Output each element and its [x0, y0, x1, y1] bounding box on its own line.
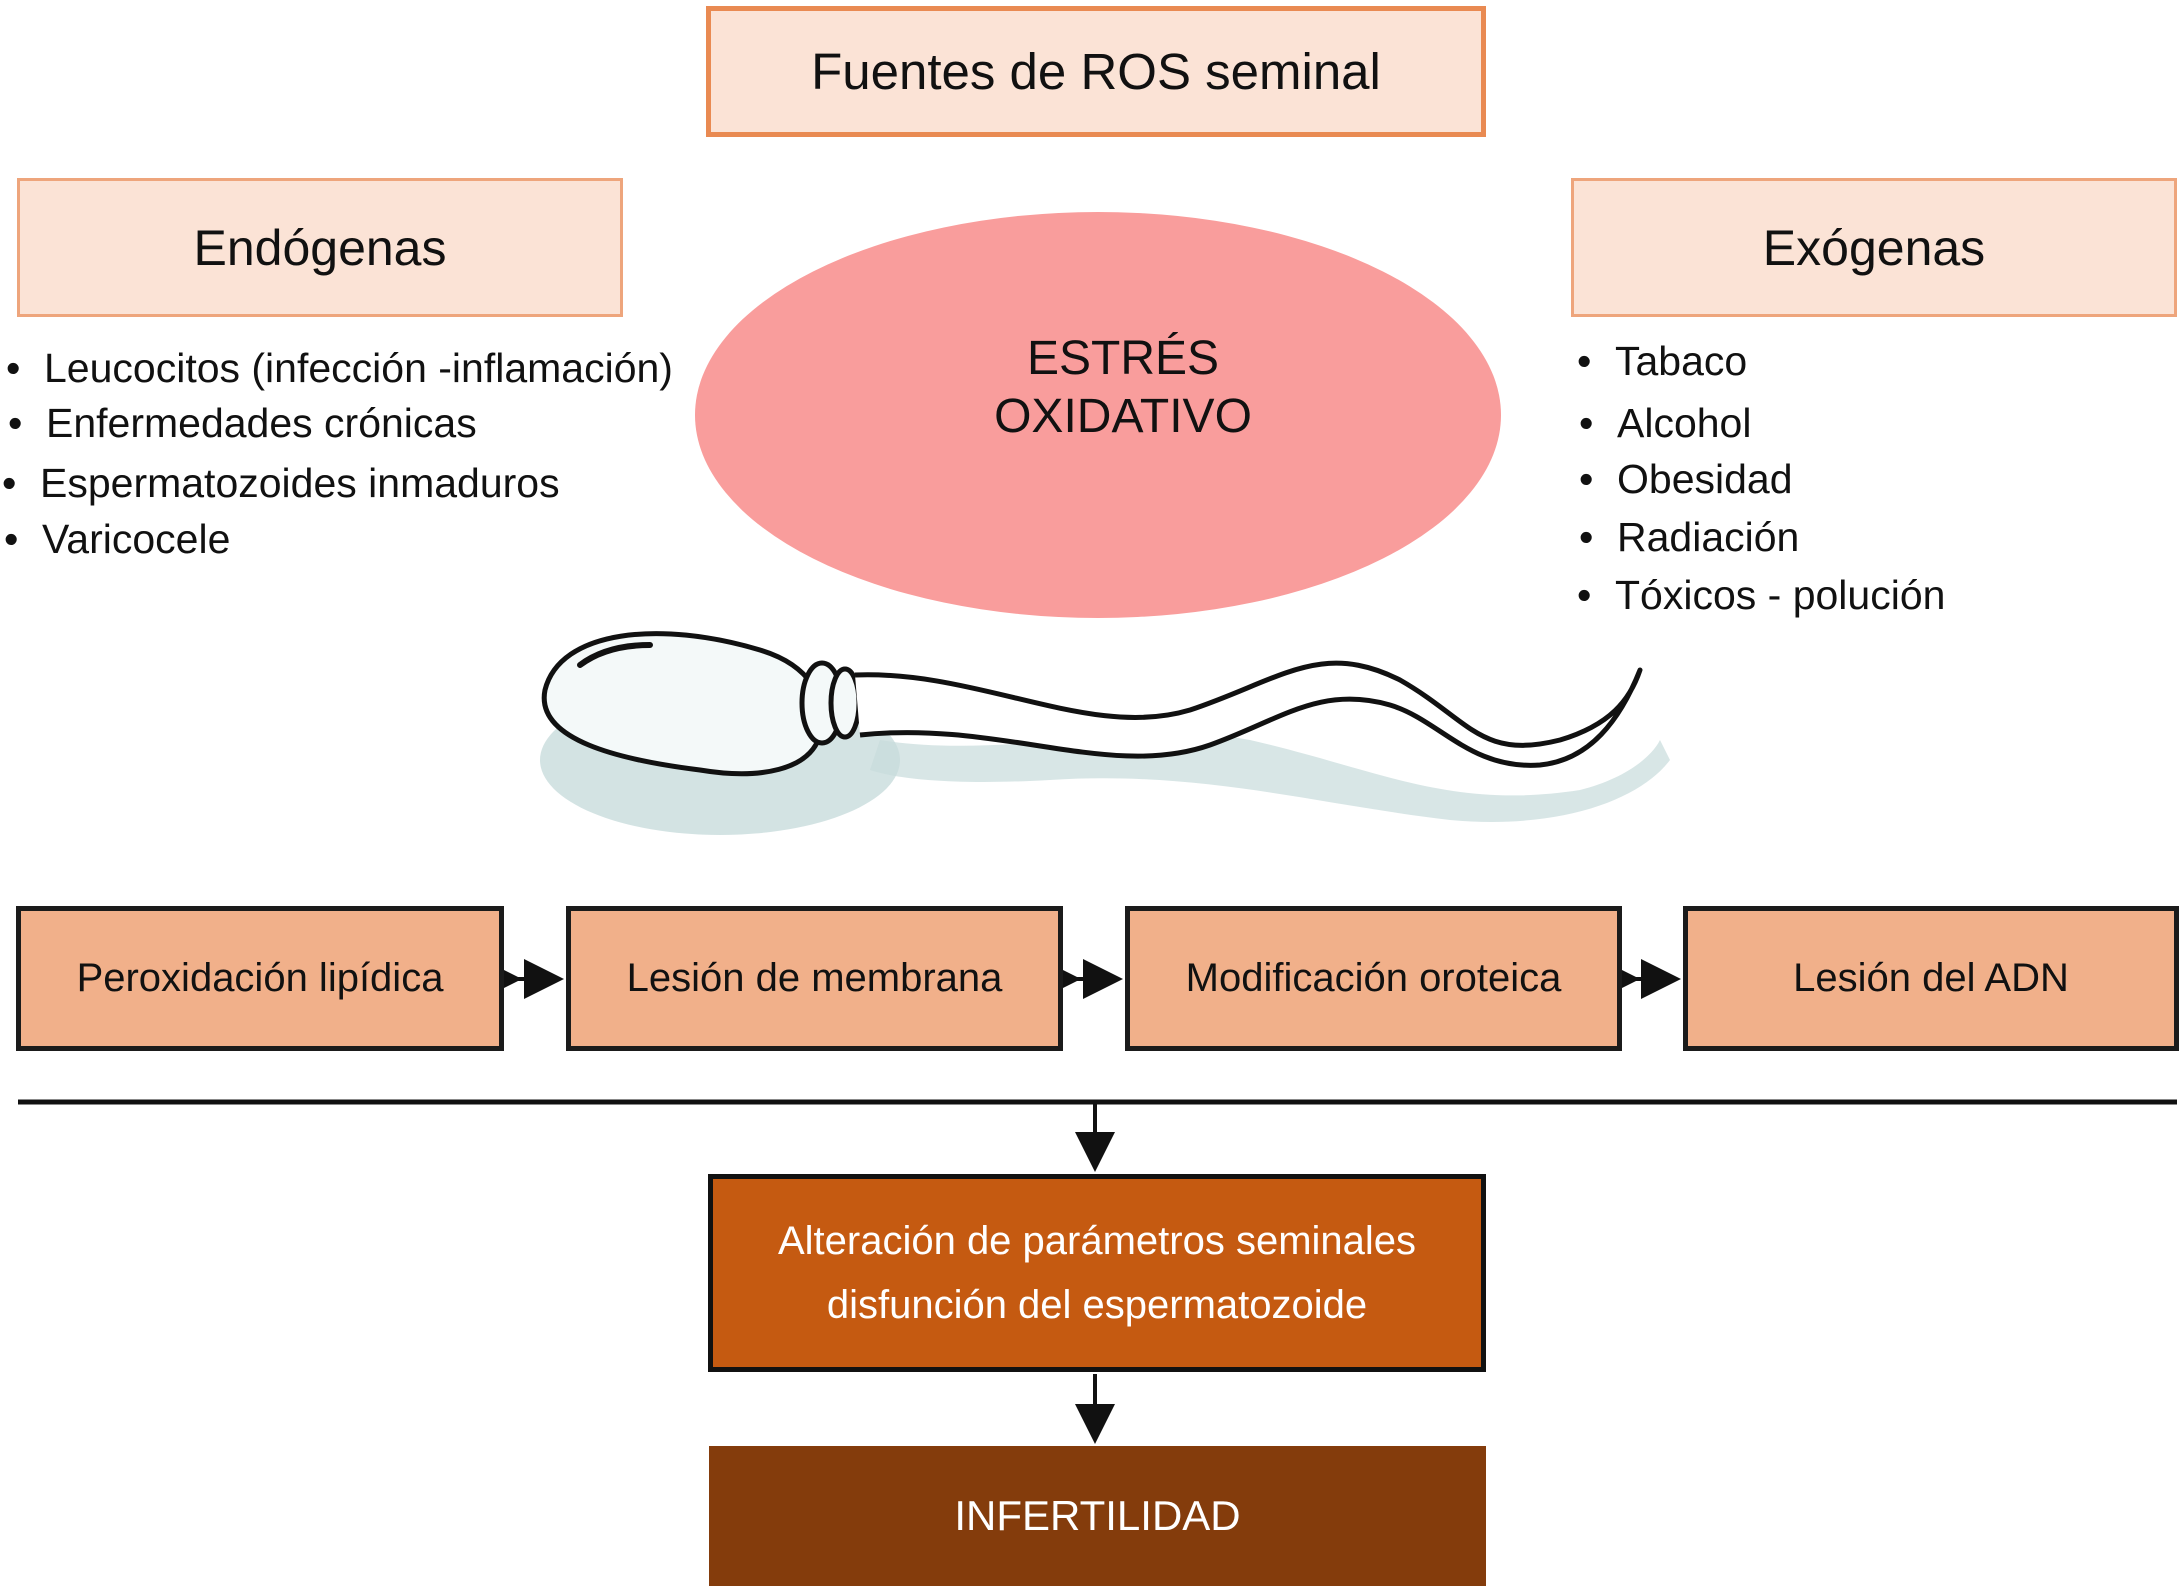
result-line2: disfunción del espermatozoide: [826, 1283, 1368, 1327]
result-line1: Alteración de parámetros seminales: [777, 1219, 1417, 1263]
oxidative-stress-ellipse: [695, 212, 1501, 618]
title-box: Fuentes de ROS seminal: [706, 6, 1486, 137]
exogenous-heading: Exógenas: [1762, 219, 1986, 276]
endogenous-item: Leucocitos (infección -inflamación): [6, 345, 673, 392]
oxidative-stress-line2: OXIDATIVO: [994, 390, 1252, 443]
exogenous-item: Alcohol: [1579, 400, 1752, 447]
oxidative-stress-label: ESTRÉS OXIDATIVO: [695, 330, 1551, 446]
title-text: Fuentes de ROS seminal: [811, 43, 1381, 100]
effect-box-dna-lesion: Lesión del ADN: [1683, 906, 2179, 1051]
infertility-box: INFERTILIDAD: [709, 1446, 1486, 1586]
infertility-label: INFERTILIDAD: [954, 1492, 1241, 1539]
effect-label: Peroxidación lipídica: [76, 956, 444, 1000]
exogenous-item: Obesidad: [1579, 456, 1792, 503]
effect-label: Lesión del ADN: [1793, 956, 2069, 1000]
sperm-illustration: [540, 631, 1670, 835]
endogenous-item: Varicocele: [4, 516, 230, 563]
endogenous-item: Enfermedades crónicas: [8, 400, 477, 447]
effect-label: Lesión de membrana: [626, 956, 1003, 1000]
exogenous-item: Tóxicos - polución: [1577, 572, 1945, 619]
endogenous-item: Espermatozoides inmaduros: [2, 460, 560, 507]
effect-label: Modificación oroteica: [1185, 956, 1562, 1000]
endogenous-box: Endógenas: [17, 178, 623, 317]
exogenous-box: Exógenas: [1571, 178, 2177, 317]
oxidative-stress-line1: ESTRÉS: [1026, 332, 1220, 385]
result-box: Alteración de parámetros seminales disfu…: [708, 1174, 1486, 1372]
effect-box-protein-modification: Modificación oroteica: [1125, 906, 1622, 1051]
exogenous-item: Tabaco: [1577, 338, 1747, 385]
exogenous-item: Radiación: [1579, 514, 1799, 561]
effect-box-membrane-lesion: Lesión de membrana: [566, 906, 1063, 1051]
endogenous-heading: Endógenas: [193, 219, 447, 276]
effect-box-lipid-peroxidation: Peroxidación lipídica: [16, 906, 504, 1051]
